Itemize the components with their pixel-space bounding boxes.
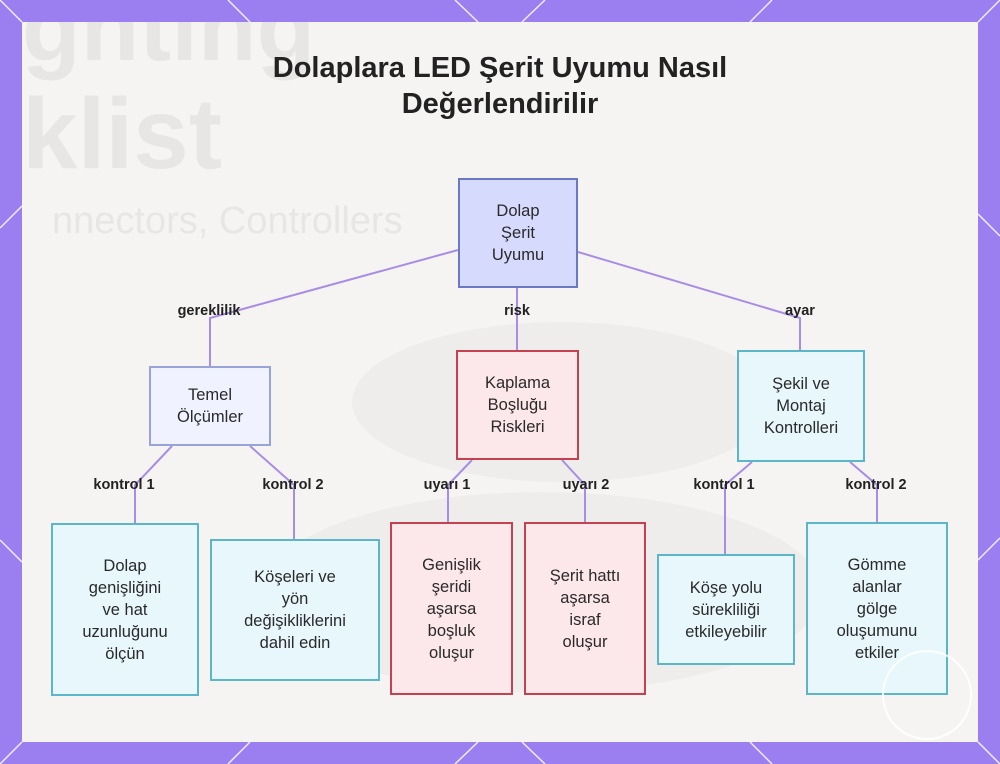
node-kose-label: Köşe yolu sürekliliği etkileyebilir (685, 578, 767, 641)
background-decoration: klist (22, 78, 223, 190)
edge-label-temel-k2: kontrol 2 (262, 477, 324, 493)
node-dolap-genisligi: Dolap genişliğini ve hat uzunluğunu ölçü… (51, 523, 199, 696)
edge-label-kaplama-u1: uyarı 1 (423, 477, 471, 493)
node-genislik-label: Genişlik şeridi aşarsa boşluk oluşur (422, 555, 481, 662)
node-gomme-label: Gömme alanlar gölge oluşumunu etkiler (836, 555, 918, 662)
edge-label-risk: risk (504, 303, 530, 319)
node-koseler-label: Köşeleri ve yön değişikliklerini dahil e… (244, 568, 346, 652)
node-kaplama-label: Kaplama Boşluğu Riskleri (484, 374, 551, 436)
node-root: Dolap Şerit Uyumu (458, 178, 578, 288)
node-genislik-boşluk: Genişlik şeridi aşarsa boşluk oluşur (390, 522, 513, 695)
edge-kaplama-u1 (447, 459, 473, 522)
node-dolap-label: Dolap genişliğini ve hat uzunluğunu ölçü… (82, 556, 168, 663)
node-kose-yolu: Köşe yolu sürekliliği etkileyebilir (657, 554, 795, 665)
title-line-1: Dolaplara LED Şerit Uyumu Nasıl (272, 52, 728, 84)
edge-gereklilik (209, 249, 459, 366)
node-serit-israf: Şerit hattı aşarsa israf oluşur (524, 522, 646, 695)
node-kaplama-risk: Kaplama Boşluğu Riskleri (456, 350, 579, 460)
edge-temel-k1 (134, 445, 173, 523)
edge-label-gereklilik: gereklilik (177, 303, 241, 319)
edge-label-temel-k1: kontrol 1 (93, 477, 155, 493)
edge-ayar (577, 251, 801, 350)
title-line-2: Değerlendirilir (401, 88, 599, 120)
edge-label-ayar: ayar (785, 303, 815, 319)
edge-sekil-k2 (849, 461, 878, 522)
edge-label-sekil-k2: kontrol 2 (845, 477, 907, 493)
node-koseler: Köşeleri ve yön değişikliklerini dahil e… (210, 539, 380, 681)
edge-label-sekil-k1: kontrol 1 (693, 477, 755, 493)
node-root-label: Dolap Şerit Uyumu (491, 202, 545, 264)
edge-kaplama-u2 (561, 459, 586, 522)
edge-temel-k2 (249, 445, 295, 539)
background-decoration: ghting (22, 22, 316, 81)
background-decoration: nnectors, Controllers (52, 200, 403, 242)
edge-label-kaplama-u2: uyarı 2 (562, 477, 610, 493)
node-temel-olcumler: Temel Ölçümler (149, 366, 271, 446)
edge-sekil-k1 (724, 461, 753, 554)
watermark-logo-icon (882, 650, 972, 740)
node-temel-label: Temel Ölçümler (176, 386, 243, 426)
node-serit-label: Şerit hattı aşarsa israf oluşur (549, 566, 621, 651)
node-sekil-label: Şekil ve Montaj Kontrolleri (763, 375, 839, 437)
node-sekil-montaj: Şekil ve Montaj Kontrolleri (737, 350, 865, 462)
diagram-title: Dolaplara LED Şerit Uyumu Nasıl Değerlen… (0, 50, 1000, 122)
